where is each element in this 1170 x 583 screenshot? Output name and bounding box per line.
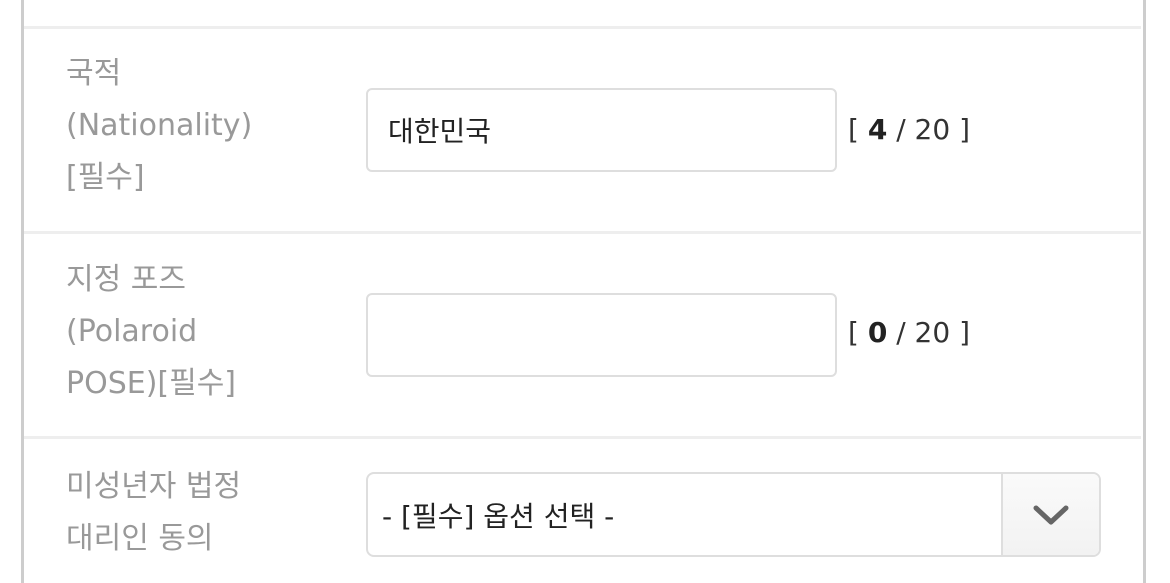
guardian-consent-label: 미성년자 법정 대리인 동의	[66, 461, 241, 565]
label-line: 지정 포즈	[66, 262, 186, 297]
counter-close: ]	[950, 316, 971, 349]
label-line: POSE)[필수]	[66, 366, 237, 401]
counter-max: 20	[914, 113, 951, 146]
row-divider	[24, 231, 1141, 234]
counter-current: 4	[867, 113, 888, 146]
counter-open: [	[848, 316, 868, 349]
nationality-label: 국적 (Nationality) [필수]	[66, 48, 252, 204]
label-line: (Polaroid	[66, 314, 198, 349]
label-line: [필수]	[66, 160, 145, 195]
nationality-input[interactable]	[366, 88, 837, 172]
row-divider	[24, 436, 1141, 439]
select-dropdown-button[interactable]	[1001, 474, 1099, 555]
polaroid-pose-input[interactable]	[366, 293, 837, 377]
polaroid-pose-char-counter: [ 0 / 20 ]	[848, 313, 970, 353]
label-line: (Nationality)	[66, 108, 253, 143]
select-selected-value[interactable]: - [필수] 옵션 선택 -	[382, 499, 615, 533]
form-container	[21, 0, 1146, 583]
counter-max: 20	[914, 316, 951, 349]
counter-sep: /	[887, 113, 915, 146]
counter-current: 0	[867, 316, 888, 349]
label-line: 대리인 동의	[66, 521, 214, 556]
counter-open: [	[848, 113, 868, 146]
counter-close: ]	[950, 113, 971, 146]
polaroid-pose-label: 지정 포즈 (Polaroid POSE)[필수]	[66, 254, 236, 410]
counter-sep: /	[887, 316, 915, 349]
label-line: 국적	[66, 56, 122, 91]
label-line: 미성년자 법정	[66, 469, 242, 504]
chevron-down-icon	[1033, 505, 1069, 524]
guardian-consent-select[interactable]: - [필수] 옵션 선택 -	[366, 472, 1101, 557]
nationality-char-counter: [ 4 / 20 ]	[848, 110, 970, 150]
row-divider	[24, 26, 1141, 29]
